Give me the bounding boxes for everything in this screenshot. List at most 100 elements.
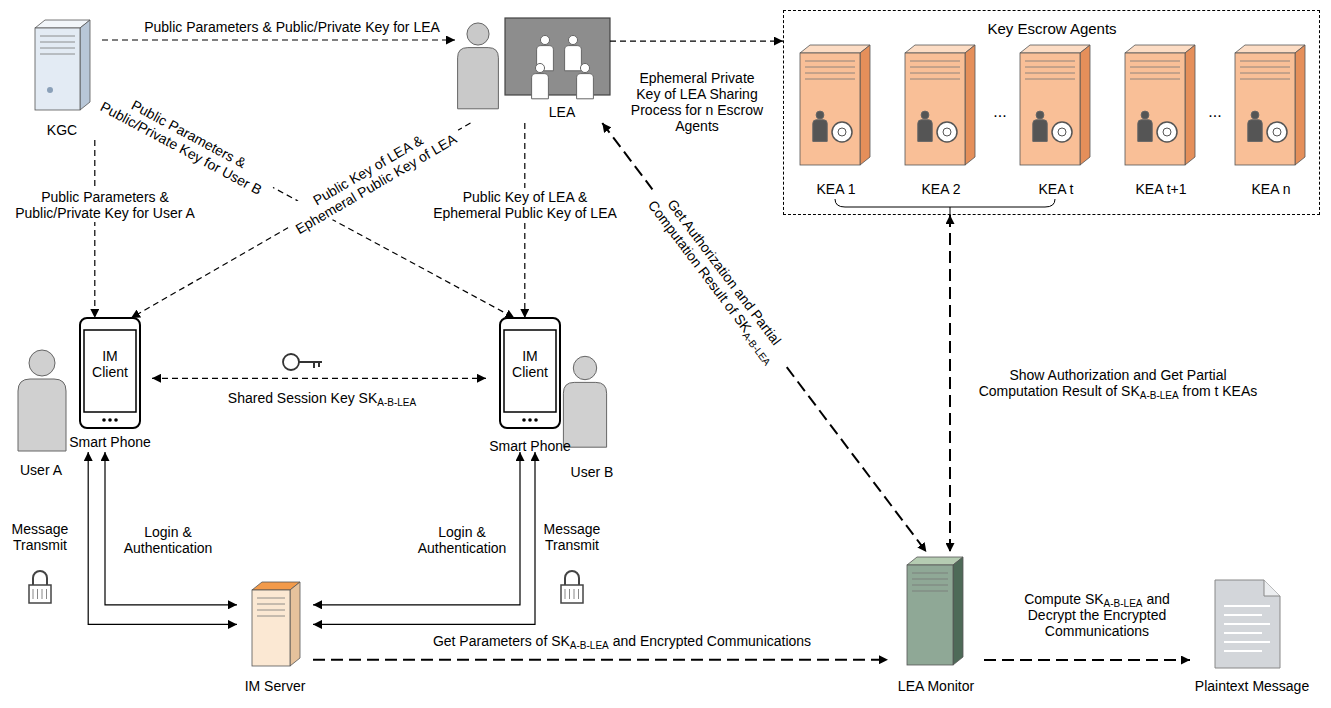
- lock-icon-rib: [37, 589, 38, 599]
- lock-icon-rib: [46, 589, 47, 599]
- dashed-connector: [102, 39, 455, 40]
- dashed-connector: [984, 659, 1190, 661]
- lea-staff-figure-body: [577, 74, 594, 99]
- document-line: [1224, 605, 1270, 607]
- phone-box: IM ClientSmart Phone: [486, 318, 572, 452]
- lea-officer-figure: [458, 23, 499, 109]
- lea-staff-figure-body: [532, 74, 549, 99]
- edge-label: Get Parameters of SKA-B-LEA and Encrypte…: [431, 632, 813, 650]
- escrow-agent-box: KEA t: [1016, 46, 1096, 204]
- lea-staff-figure: [577, 63, 594, 98]
- kea-server-icon-slot: [910, 79, 960, 80]
- edge-label: Login & Authentication: [410, 523, 514, 557]
- node-caption: Smart Phone: [65, 434, 155, 450]
- user-box: User B: [565, 345, 619, 482]
- kgc-server-icon: [35, 20, 90, 110]
- kea-server-icon: [1020, 45, 1090, 165]
- kgc-server-icon-slot: [40, 36, 75, 37]
- user-b-figure-body: [563, 382, 606, 447]
- im-server-icon: [252, 582, 300, 666]
- escrow-agent-box: KEA n: [1231, 46, 1311, 204]
- kea-server-icon-top: [800, 45, 870, 53]
- lea-monitor-icon-slot: [912, 585, 948, 586]
- phone-a-drawing-button: [102, 418, 106, 422]
- kea-server-icon-side: [1295, 45, 1305, 165]
- kea-lock-dial: [832, 122, 852, 142]
- kea-lock-dial: [1052, 122, 1072, 142]
- kea-server-icon-side: [965, 45, 975, 165]
- im-server-icon-slot: [257, 604, 285, 605]
- kea-lock-dial: [1273, 128, 1281, 136]
- kea-agent-figure-head: [921, 111, 929, 119]
- node-label: Plaintext Message: [1190, 678, 1315, 694]
- kea-lock-dial: [937, 122, 957, 142]
- kgc-server-icon-slot: [40, 42, 75, 43]
- kea-lock-dial: [1157, 122, 1177, 142]
- kea-agent-figure-body: [1248, 120, 1262, 142]
- kea-server-icon-slot: [1240, 73, 1290, 74]
- lea-screen: [505, 18, 610, 95]
- node-label: IM Server: [237, 678, 313, 694]
- edge-label: Compute SKA-B-LEA and Decrypt the Encryp…: [1013, 590, 1182, 640]
- kea-server-icon-top: [905, 45, 975, 53]
- document-line: [1224, 614, 1262, 616]
- solid-connector: [313, 452, 535, 624]
- monitor-box: LEA Monitor: [888, 552, 984, 700]
- phone-a-drawing-button: [114, 418, 118, 422]
- document-line: [1224, 623, 1270, 625]
- kea-server-icon-side: [1080, 45, 1090, 165]
- kea-server-icon: [800, 45, 870, 165]
- kea-server-icon-slot: [910, 61, 960, 62]
- kea-server-icon-slot: [805, 61, 855, 62]
- lea-staff-figure-head: [535, 63, 544, 72]
- kea-server-icon-front: [1235, 53, 1295, 165]
- node-label: User A: [10, 462, 72, 478]
- document-line: [1224, 641, 1270, 643]
- kea-server-icon: [1125, 45, 1195, 165]
- lea-staff-figure: [532, 63, 549, 98]
- kea-server-icon-front: [905, 53, 965, 165]
- kea-server-icon-slot: [1025, 79, 1075, 80]
- lea-monitor-icon-slot: [912, 573, 948, 574]
- edge-label: Message Transmit: [537, 520, 607, 554]
- kea-server-icon-front: [1020, 53, 1080, 165]
- node-label: KEA t+1: [1122, 181, 1200, 197]
- session-key-icon: [283, 354, 322, 370]
- kea-server-icon-slot: [1130, 79, 1180, 80]
- kea-server-icon-slot: [1130, 73, 1180, 74]
- lock-icon-body: [29, 585, 51, 603]
- lea-monitor-icon-slot: [912, 591, 948, 592]
- solid-connector: [105, 452, 237, 605]
- edge-label: Login & Authentication: [116, 523, 220, 557]
- edge-label: Public Parameters & Public/Private Key f…: [6, 188, 205, 222]
- kea-bracket: [835, 199, 1055, 215]
- node-label: KEA t: [1017, 181, 1095, 197]
- kea-agent-figure: [813, 111, 827, 141]
- lea-officer-figure-head: [467, 23, 489, 45]
- kea-server-icon-front: [800, 53, 860, 165]
- escrow-agent-box: KEA t+1: [1121, 46, 1201, 204]
- escrow-agent-box: KEA 1: [796, 46, 876, 204]
- edge-label: Public Parameters & Public/Private Key f…: [89, 79, 280, 203]
- lea-monitor-icon: [907, 557, 963, 665]
- node-caption: Smart Phone: [485, 438, 575, 454]
- kea-server-icon-top: [1020, 45, 1090, 53]
- kea-agent-figure-head: [1251, 111, 1259, 119]
- edge-label: Public Key of LEA & Ephemeral Public Key…: [427, 188, 623, 222]
- node-label: KEA n: [1232, 181, 1310, 197]
- lock-icon-rib: [578, 589, 579, 599]
- document-page: [1215, 580, 1280, 668]
- kea-server-icon-slot: [1240, 61, 1290, 62]
- kea-agent-figure-head: [1141, 111, 1149, 119]
- kea-server-icon-front: [1125, 53, 1185, 165]
- server-box: IM Server: [237, 578, 313, 700]
- kea-server-icon-slot: [1240, 67, 1290, 68]
- document-line: [1224, 632, 1262, 634]
- phone-b-drawing-button: [522, 418, 526, 422]
- phone-b-drawing-button: [534, 418, 538, 422]
- phone-box: IM ClientSmart Phone: [68, 318, 152, 452]
- kea-agent-figure-body: [1033, 120, 1047, 142]
- dashed-connector: [949, 215, 951, 552]
- user-box: User A: [10, 345, 72, 482]
- node-label: KGC: [32, 122, 92, 138]
